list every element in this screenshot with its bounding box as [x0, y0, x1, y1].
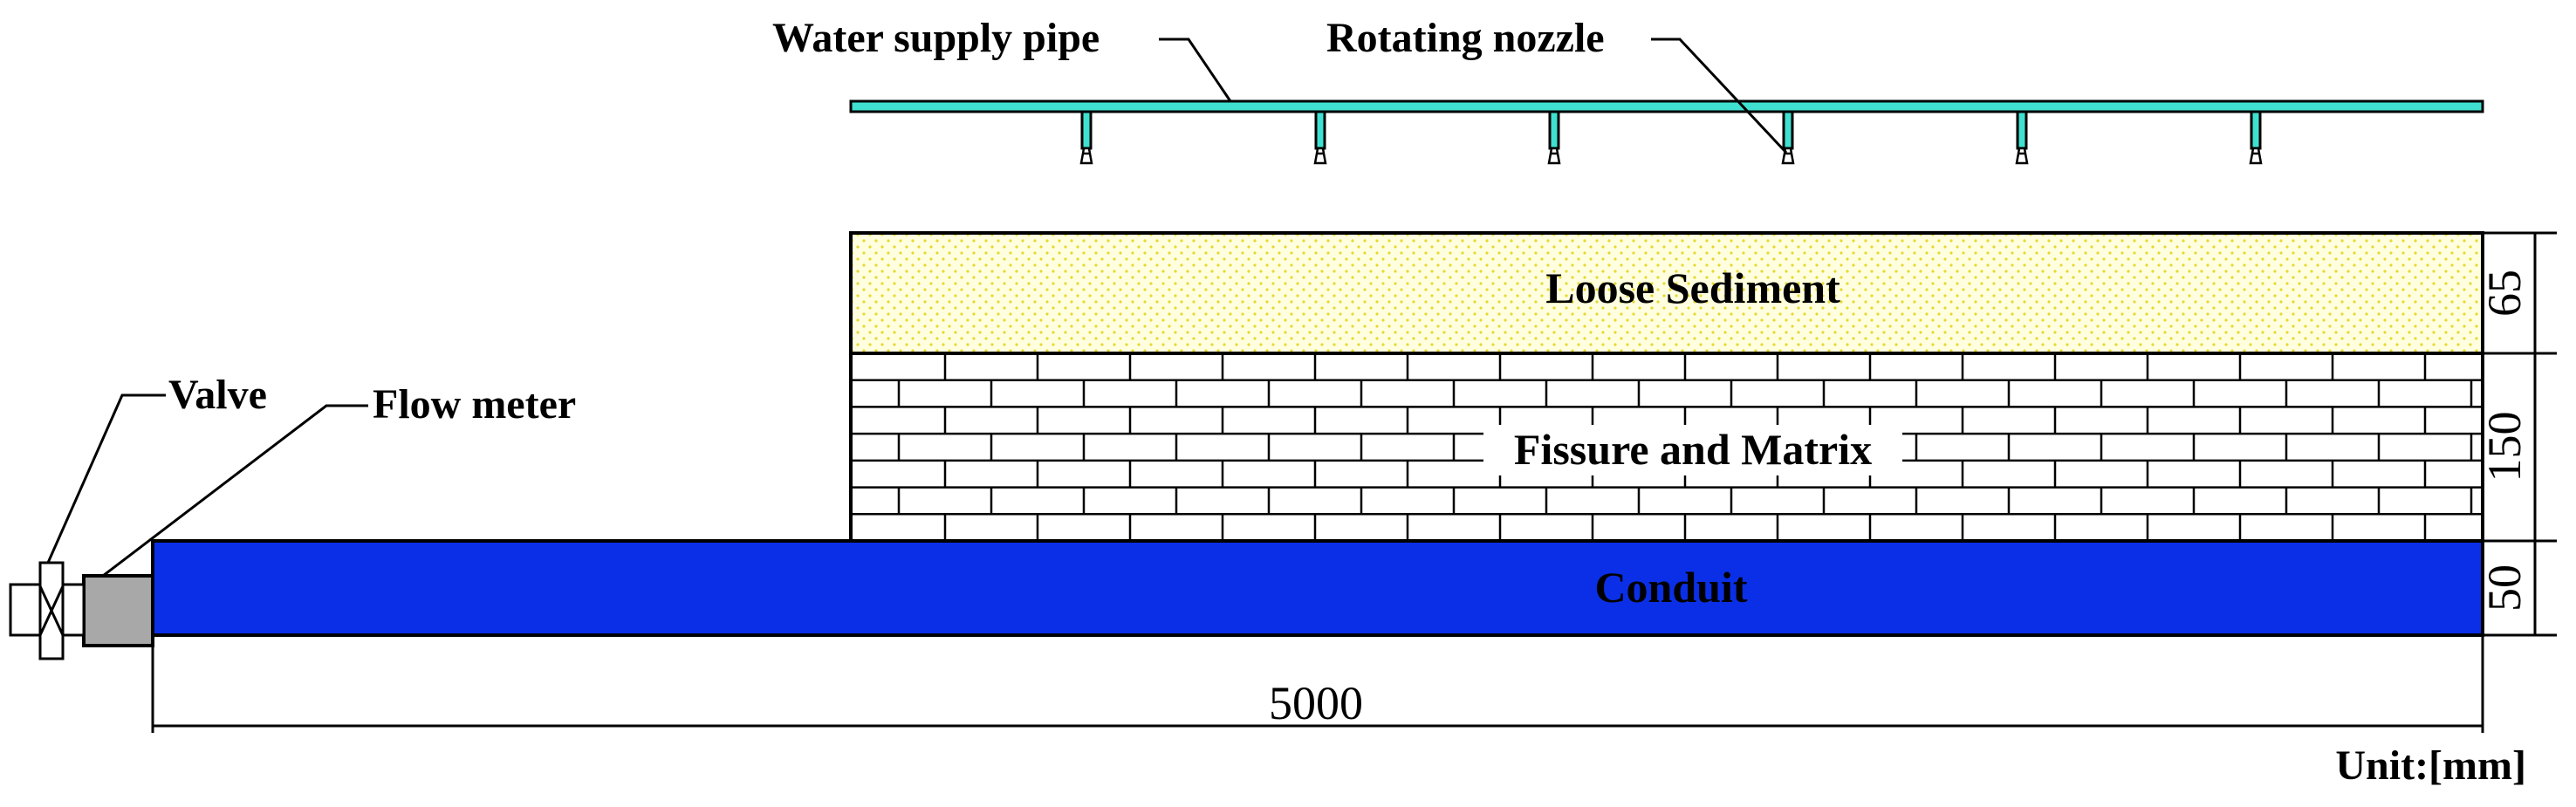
- flow-meter-leader: [102, 404, 368, 578]
- dim-sediment: 65: [2478, 270, 2531, 317]
- length-dimension: 5000: [151, 635, 2484, 733]
- conduit-body: [151, 539, 2484, 637]
- dim-ticks: [2483, 231, 2557, 637]
- rotating-nozzle: [1079, 110, 1093, 165]
- valve-label: Valve: [168, 372, 267, 418]
- water-supply-pipe: [849, 99, 2484, 113]
- nozzle-stem: [1782, 110, 1794, 150]
- unit-label: Unit:[mm]: [2335, 742, 2526, 789]
- rotating-nozzle: [1313, 110, 1327, 165]
- conduit-label: Conduit: [1594, 563, 1747, 612]
- rotating-nozzle: [2015, 110, 2029, 165]
- rotating-nozzle: [1547, 110, 1561, 165]
- nozzle-stem: [1314, 110, 1326, 150]
- callout-water-supply-pipe: Water supply pipe: [772, 15, 1232, 102]
- rotating-nozzle: [2249, 110, 2263, 165]
- callout-rotating-nozzle: Rotating nozzle: [1326, 15, 1788, 154]
- fissure-matrix-label: Fissure and Matrix: [1514, 425, 1872, 474]
- flow-meter-label: Flow meter: [373, 381, 576, 427]
- length-value: 5000: [1269, 677, 1363, 729]
- loose-sediment-layer: [849, 231, 2484, 355]
- water-supply-pipe-label: Water supply pipe: [772, 15, 1100, 61]
- nozzle-group: [1079, 110, 2263, 165]
- flow-meter: [82, 574, 154, 647]
- rotating-nozzle: [1781, 110, 1795, 165]
- dim-fissure: 150: [2478, 412, 2531, 482]
- callout-valve: Valve: [46, 372, 267, 564]
- water-supply-pipe-leader: [1159, 38, 1232, 102]
- nozzle-head: [2249, 147, 2263, 165]
- nozzle-head: [1313, 147, 1327, 165]
- nozzle-head: [2015, 147, 2029, 165]
- callout-flow-meter: Flow meter: [102, 381, 576, 578]
- rotating-nozzle-label: Rotating nozzle: [1326, 15, 1605, 61]
- nozzle-head: [1547, 147, 1561, 165]
- nozzle-stem: [2016, 110, 2028, 150]
- nozzle-stem: [1548, 110, 1560, 150]
- valve: [9, 561, 86, 660]
- fissure-matrix-layer: Fissure and Matrix: [849, 352, 2484, 543]
- pipe-body: [849, 99, 2484, 113]
- nozzle-stem: [1080, 110, 1093, 150]
- nozzle-stem: [2250, 110, 2262, 150]
- rotating-nozzle-leader: [1651, 38, 1788, 154]
- loose-sediment-label: Loose Sediment: [1545, 263, 1840, 312]
- right-dimension-column: 65 150 50: [2478, 231, 2557, 637]
- nozzle-head: [1079, 147, 1093, 165]
- valve-leader: [46, 393, 166, 564]
- length-extensions: [151, 635, 2484, 733]
- dim-conduit: 50: [2478, 564, 2531, 612]
- fissure-label-bg: [1483, 425, 1902, 475]
- valve-cross: [38, 585, 65, 636]
